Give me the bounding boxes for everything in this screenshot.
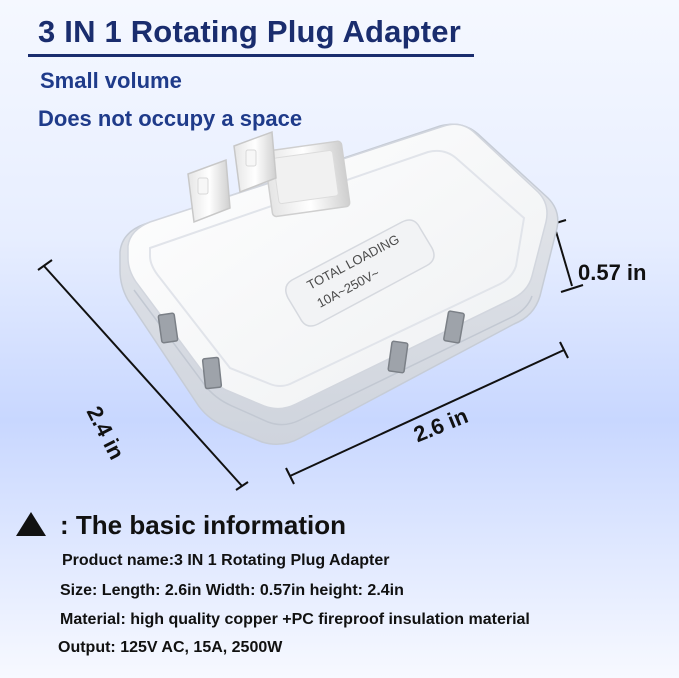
title-underline	[28, 54, 474, 57]
info-line-material: Material: high quality copper +PC firepr…	[60, 611, 530, 628]
width-dimension	[285, 341, 569, 485]
info-title: : The basic information	[60, 510, 347, 540]
subtitle-space: Does not occupy a space	[38, 106, 303, 131]
header: 3 IN 1 Rotating Plug Adapter	[28, 8, 474, 57]
adapter-device: TOTAL LOADING 10A~250V~	[119, 123, 559, 445]
depth-label: 0.57 in	[578, 260, 647, 285]
info-line-size: Size: Length: 2.6in Width: 0.57in height…	[60, 582, 404, 599]
height-dimension	[37, 259, 249, 491]
product-illustration: TOTAL LOADING 10A~250V~	[37, 123, 584, 491]
triangle-up-icon	[16, 512, 46, 536]
page-title: 3 IN 1 Rotating Plug Adapter	[38, 14, 461, 49]
info-line-product-name: Product name:3 IN 1 Rotating Plug Adapte…	[62, 552, 390, 569]
info-line-output: Output: 125V AC, 15A, 2500W	[58, 639, 283, 656]
subtitle-small-volume: Small volume	[40, 68, 182, 93]
